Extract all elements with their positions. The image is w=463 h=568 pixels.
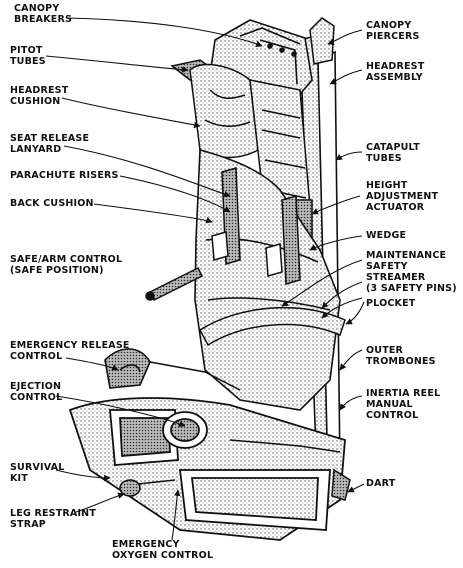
label-wedge: WEDGE <box>366 230 407 241</box>
label-back-cushion: BACK CUSHION <box>10 198 94 209</box>
label-height-adjustment-actuator: HEIGHT ADJUSTMENT ACTUATOR <box>366 180 439 213</box>
seat-pan <box>68 397 346 541</box>
ejection-control-handle <box>104 348 151 389</box>
label-canopy-piercers: CANOPY PIERCERS <box>366 20 420 42</box>
label-headrest-assembly: HEADREST ASSEMBLY <box>366 61 425 83</box>
lap-belt <box>199 306 346 347</box>
label-survival-kit: SURVIVAL KIT <box>10 462 65 484</box>
label-plocket: PLOCKET <box>366 298 416 309</box>
label-emergency-oxygen-control: EMERGENCY OXYGEN CONTROL <box>112 539 214 561</box>
label-headrest-cushion: HEADREST CUSHION <box>10 85 69 107</box>
headrest-cushion <box>189 63 259 159</box>
canopy-piercers <box>309 17 335 65</box>
leader-lines <box>45 17 365 541</box>
emergency-release-linkage <box>149 361 341 453</box>
leg-restraint-fitting <box>119 479 176 497</box>
label-safe-arm-control: SAFE/ARM CONTROL (SAFE POSITION) <box>10 254 123 276</box>
label-leg-restraint-strap: LEG RESTRAINT STRAP <box>10 508 97 530</box>
label-parachute-risers: PARACHUTE RISERS <box>10 170 119 181</box>
label-inertia-reel-manual-control: INERTIA REEL MANUAL CONTROL <box>366 388 441 421</box>
safe-arm-control-handle <box>145 266 204 302</box>
label-pitot-tubes: PITOT TUBES <box>10 45 46 67</box>
label-seat-release-lanyard: SEAT RELEASE LANYARD <box>10 133 90 155</box>
label-maintenance-safety-streamer: MAINTENANCE SAFETY STREAMER (3 SAFETY PI… <box>366 250 457 294</box>
label-canopy-breakers: CANOPY BREAKERS <box>14 3 73 25</box>
label-outer-trombones: OUTER TROMBONES <box>366 345 436 367</box>
label-ejection-control: EJECTION CONTROL <box>10 381 63 403</box>
label-emergency-release-control: EMERGENCY RELEASE CONTROL <box>10 340 130 362</box>
label-catapult-tubes: CATAPULT TUBES <box>366 142 420 164</box>
dart <box>331 468 351 501</box>
label-dart: DART <box>366 478 396 489</box>
